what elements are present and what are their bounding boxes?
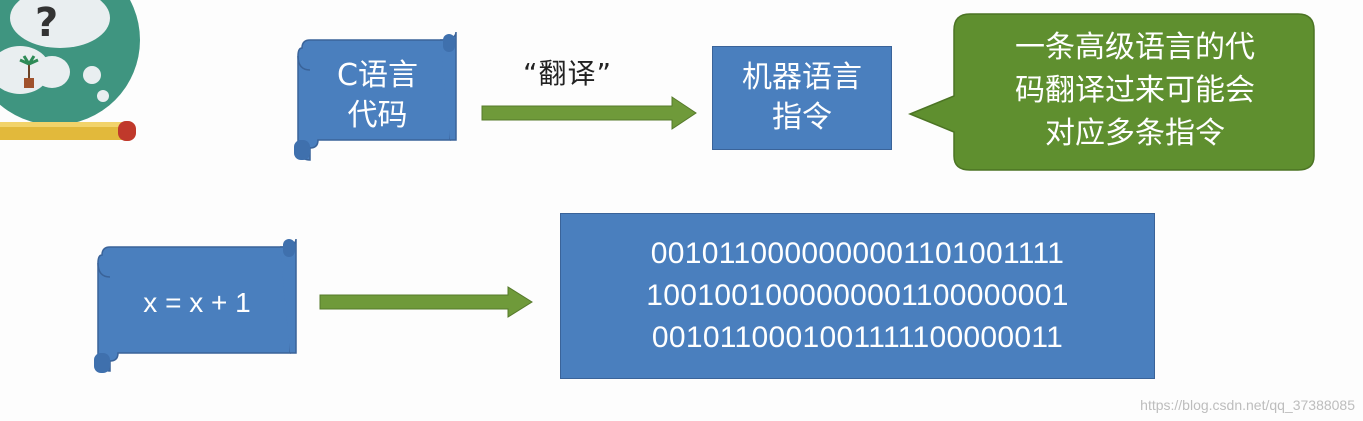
speech-bubble-shape <box>908 13 1315 171</box>
machine-instruction-box: 机器语言 指令 <box>712 46 892 150</box>
machine-code-line-1: 0010110000000001101001111 <box>650 237 1065 270</box>
scroll-shape-c-code <box>294 31 457 161</box>
machine-code-line-3: 0010110001001111100000011 <box>651 321 1064 354</box>
scroll-shape-expression <box>94 238 297 373</box>
c-code-label-line1: C语言 <box>337 58 418 93</box>
machine-instruction-line2: 指令 <box>772 100 832 135</box>
translate-label: “翻译” <box>523 57 613 90</box>
bubble-line-2: 码翻译过来可能会 <box>1015 73 1255 108</box>
machine-instruction-line1: 机器语言 <box>742 60 862 95</box>
speech-bubble-text: 一条高级语言的代 码翻译过来可能会 对应多条指令 <box>970 26 1300 155</box>
svg-text:?: ? <box>35 0 58 46</box>
top-arrow-icon <box>481 96 697 130</box>
machine-code-box: 0010110000000001101001111 10010010000000… <box>560 213 1155 379</box>
bubble-line-3: 对应多条指令 <box>1045 116 1225 151</box>
bubble-line-1: 一条高级语言的代 <box>1015 30 1255 65</box>
thinking-character-icon: ? <box>0 0 140 141</box>
c-code-label: C语言 代码 <box>315 56 440 136</box>
bottom-arrow-icon <box>319 286 533 318</box>
machine-code-line-2: 1001001000000001100000001 <box>646 279 1069 312</box>
c-code-label-line2: 代码 <box>347 98 408 133</box>
watermark: https://blog.csdn.net/qq_37388085 <box>1140 397 1355 413</box>
expression-label: x = x + 1 <box>143 287 251 318</box>
